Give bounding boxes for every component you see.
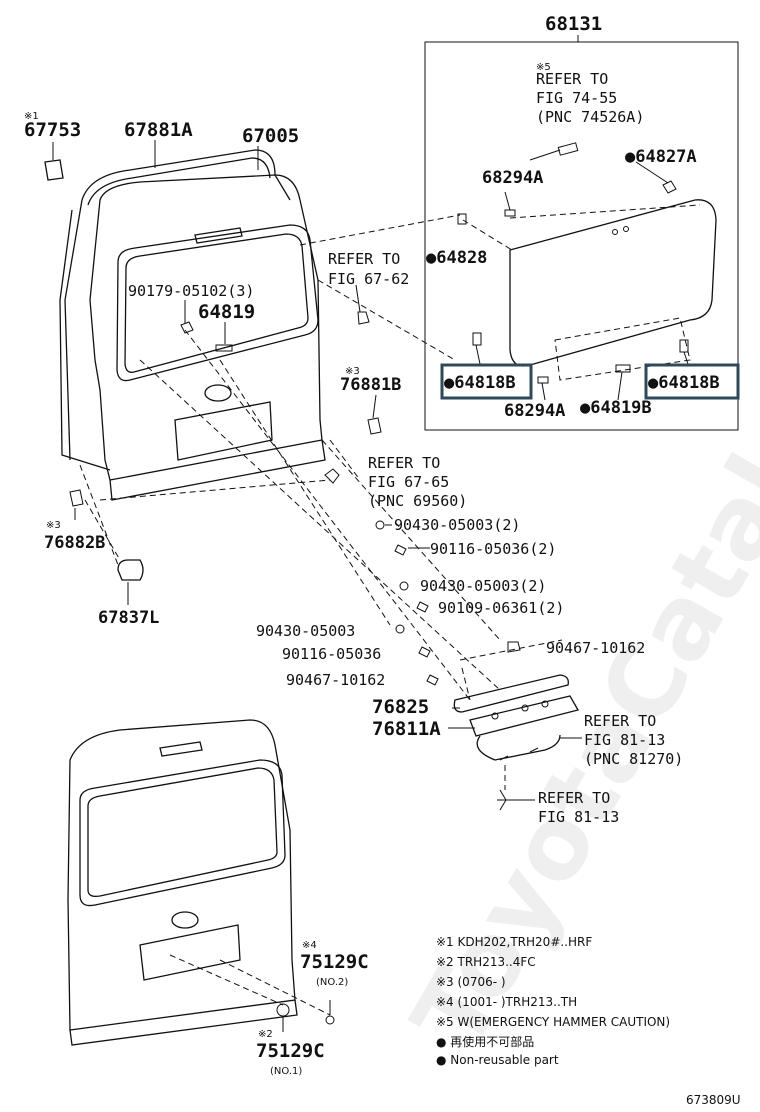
label-90467-right: 90467-10162	[546, 639, 645, 657]
label-90116-c: 90116-05036	[282, 645, 381, 663]
label-64819b: ●64819B	[580, 398, 652, 418]
pnc-81270: (PNC 81270)	[584, 750, 683, 768]
label-90109: 90109-06361(2)	[438, 599, 564, 617]
label-90430-a: 90430-05003(2)	[394, 516, 520, 534]
label-90467-left: 90467-10162	[286, 671, 385, 689]
door-window-opening	[116, 224, 319, 382]
refer-label-1: REFER TO	[536, 70, 608, 88]
fig-74-55: FIG 74-55	[536, 89, 617, 107]
mark-2: ※2	[258, 1029, 273, 1040]
refer-label-4: REFER TO	[584, 712, 656, 730]
mark-3b: ※3	[46, 520, 61, 531]
back-door-glass	[509, 199, 717, 367]
label-68294a-top: 68294A	[482, 168, 543, 188]
highlight-64818b-left	[440, 363, 533, 400]
label-75129c-no2: 75129C	[300, 951, 369, 973]
handle-67837l	[117, 559, 144, 581]
back-door-panel-alt	[67, 719, 296, 1031]
refer-label-3: REFER TO	[368, 454, 440, 472]
license-plate-area	[174, 401, 273, 461]
label-64828: ●64828	[426, 248, 487, 268]
no2-label: (NO.2)	[316, 977, 348, 988]
note-4: ※4 (1001- )TRH213..TH	[436, 995, 577, 1009]
mark-5: ※5	[536, 62, 551, 73]
label-75129c-no1: 75129C	[256, 1040, 325, 1062]
label-68294a-bottom: 68294A	[504, 401, 565, 421]
label-76881b: 76881B	[340, 375, 401, 395]
note-7: ● Non-reusable part	[436, 1053, 559, 1067]
label-64818b-right: ●64818B	[648, 373, 720, 393]
note-6: ● 再使用不可部品	[436, 1034, 534, 1049]
mark-3a: ※3	[345, 366, 360, 377]
label-90116-a: 90116-05036(2)	[430, 540, 556, 558]
glass-assembly-box	[424, 41, 739, 431]
label-67005: 67005	[242, 125, 299, 147]
fig-81-13-b: FIG 81-13	[538, 808, 619, 826]
label-67881a: 67881A	[124, 119, 193, 141]
diagram-id: 673809U	[686, 1093, 741, 1107]
label-76825: 76825	[372, 696, 429, 718]
emblem-67753	[44, 159, 64, 181]
label-76882b: 76882B	[44, 533, 105, 553]
label-90430-c: 90430-05003	[256, 622, 355, 640]
label-68131: 68131	[545, 13, 602, 35]
highlight-64818b-right	[644, 363, 740, 400]
high-mount-stop-lamp	[469, 695, 579, 737]
note-5: ※5 W(EMERGENCY HAMMER CAUTION)	[436, 1015, 670, 1029]
label-76811a: 76811A	[372, 718, 441, 740]
label-64818b-left: ●64818B	[444, 373, 516, 393]
no1-label: (NO.1)	[270, 1066, 302, 1077]
weatherstrip	[64, 149, 291, 461]
door-window-opening-alt	[79, 759, 286, 907]
label-90179: 90179-05102(3)	[128, 282, 254, 300]
fig-67-62: FIG 67-62	[328, 270, 409, 288]
pnc-69560: (PNC 69560)	[368, 492, 467, 510]
label-64819: 64819	[198, 301, 255, 323]
pnc-74526a: (PNC 74526A)	[536, 108, 644, 126]
refer-label-5: REFER TO	[538, 789, 610, 807]
note-2: ※2 TRH213..4FC	[436, 955, 536, 969]
stop-lamp-cover	[453, 674, 569, 713]
mark-4: ※4	[302, 940, 317, 951]
refer-label-2: REFER TO	[328, 250, 400, 268]
label-67753: 67753	[24, 119, 81, 141]
label-67837l: 67837L	[98, 608, 159, 628]
note-3: ※3 (0706- )	[436, 975, 506, 989]
label-64827a: ●64827A	[625, 147, 697, 167]
mark-1: ※1	[24, 111, 39, 122]
note-1: ※1 KDH202,TRH20#..HRF	[436, 935, 592, 949]
fig-81-13-a: FIG 81-13	[584, 731, 665, 749]
label-90430-b: 90430-05003(2)	[420, 577, 546, 595]
fig-67-65: FIG 67-65	[368, 473, 449, 491]
